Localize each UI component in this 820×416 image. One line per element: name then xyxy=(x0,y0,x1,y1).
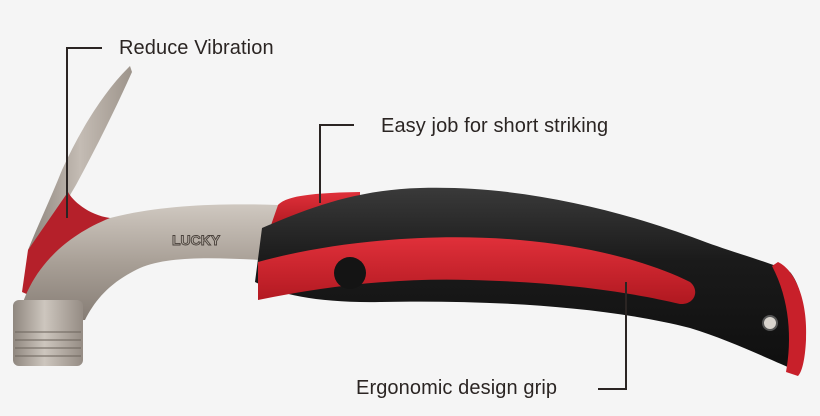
callout-easy-job: Easy job for short striking xyxy=(381,115,609,137)
callout-line-striking xyxy=(319,124,354,203)
handle-end-cap xyxy=(772,262,807,376)
callout-ergonomic-grip: Ergonomic design grip xyxy=(356,377,558,399)
hammer-claw xyxy=(28,66,132,252)
thumb-rest xyxy=(334,257,366,289)
hang-hole xyxy=(762,315,778,331)
callout-line-grip xyxy=(598,282,627,390)
brand-logo: LUCKY xyxy=(172,232,221,248)
callout-reduce-vibration: Reduce Vibration xyxy=(119,37,274,59)
callout-line-vibration xyxy=(66,47,102,218)
striking-face xyxy=(13,300,83,366)
hammer-neck xyxy=(18,204,278,322)
handle-grip-red-stripe xyxy=(258,237,696,305)
